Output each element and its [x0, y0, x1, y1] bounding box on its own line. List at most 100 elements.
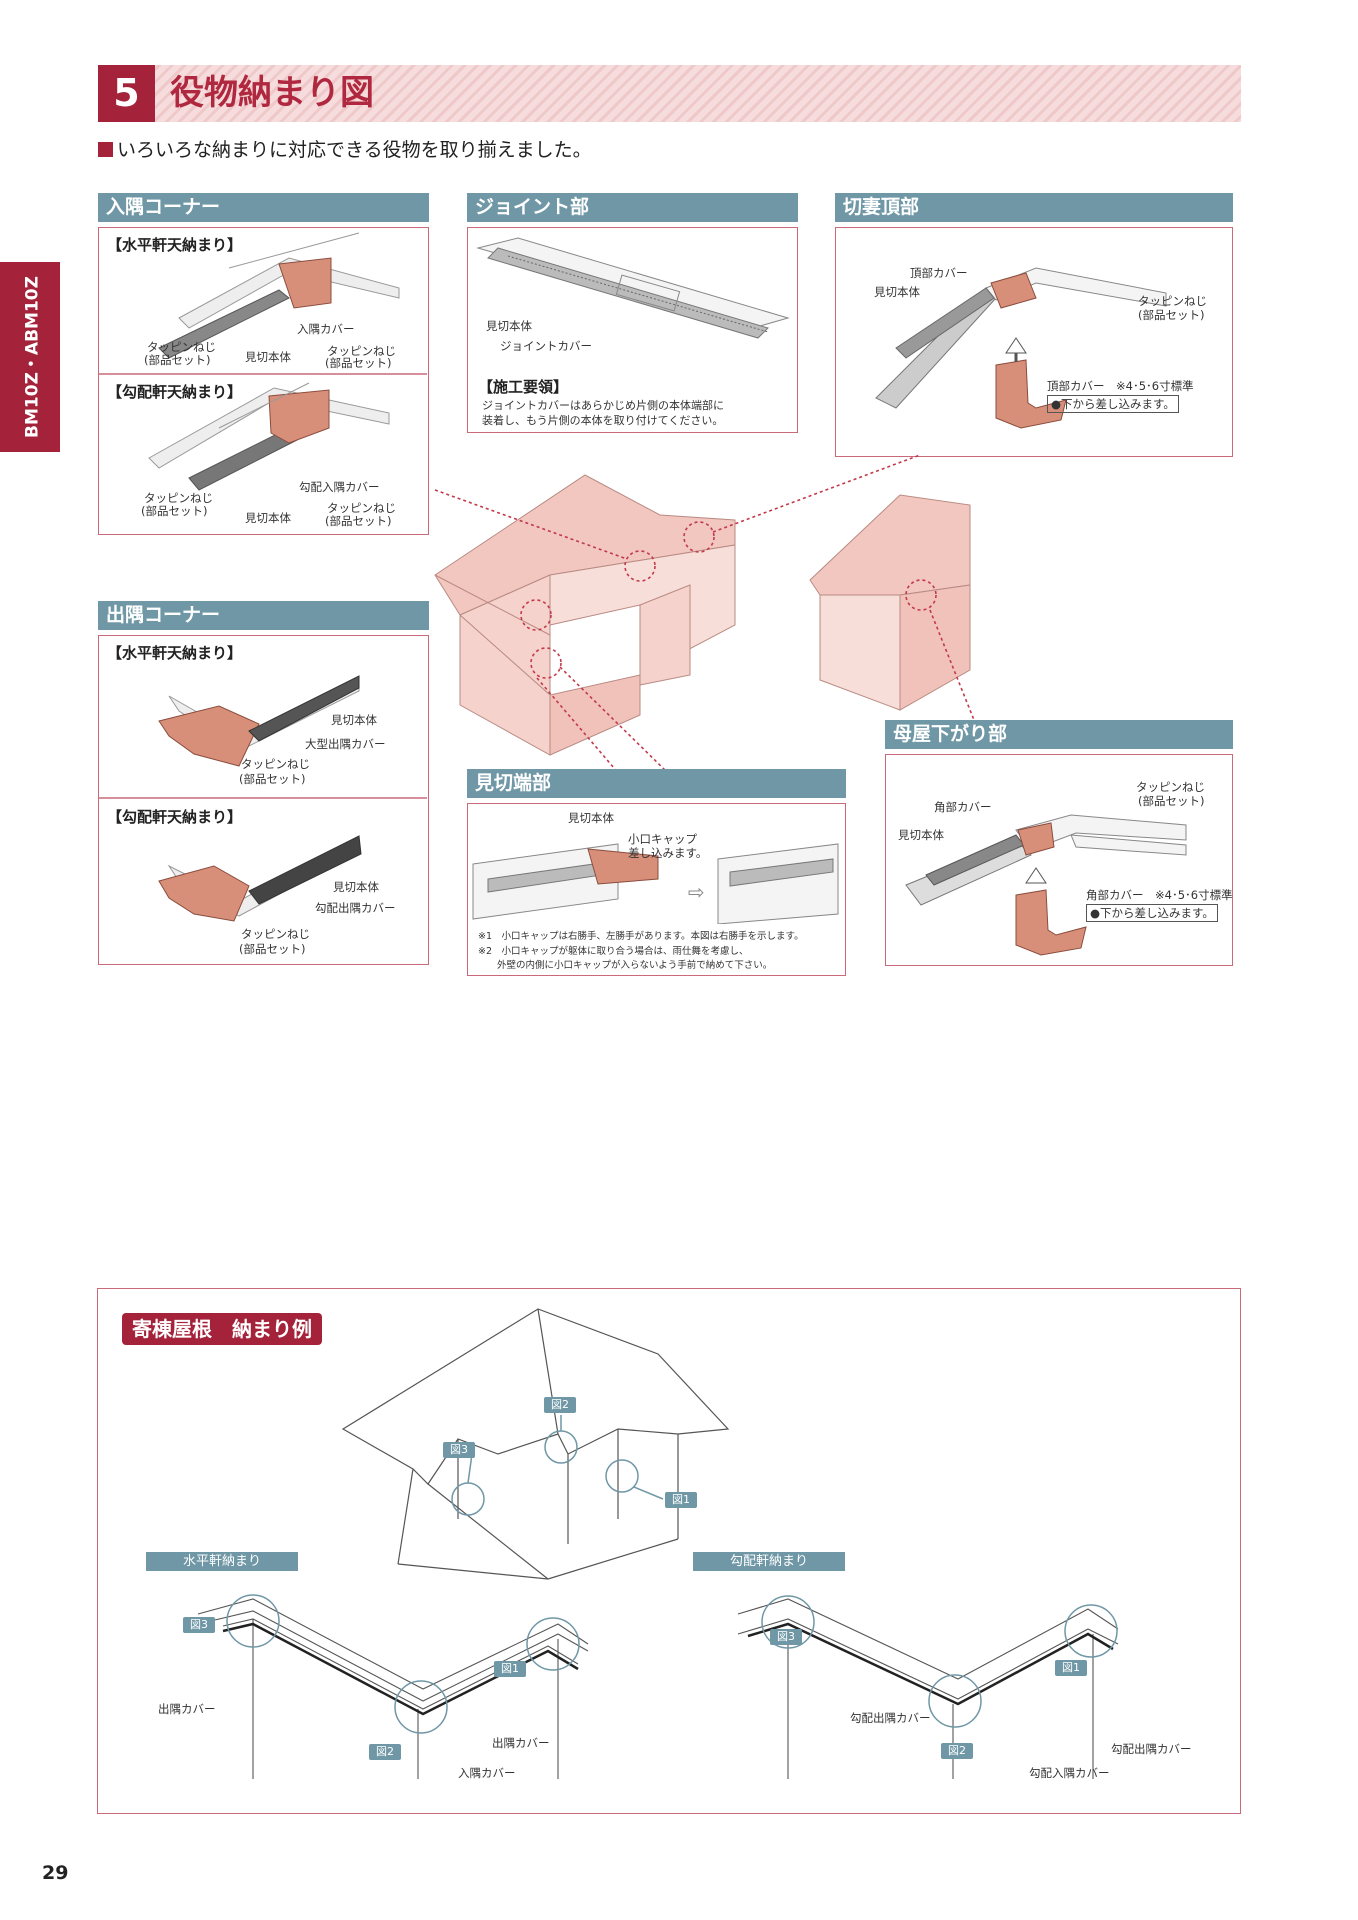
- irisumi-horizontal-diagram: [158, 232, 400, 359]
- kirizuma-diagram: [875, 267, 1167, 429]
- fig-tag-2: 図2: [941, 1743, 973, 1759]
- example-box: 寄棟屋根 納まり例: [97, 1288, 1241, 1814]
- kirizuma-panel: 頂部カバー 見切本体 タッピンねじ (部品セット) 頂部カバー ※4･5･6寸標…: [835, 227, 1233, 457]
- label-slope-desumi-cover: 勾配出隅カバー: [850, 1711, 931, 1725]
- fig-tag-2: 図2: [544, 1397, 576, 1413]
- joint-title-bar: ジョイント部: [467, 193, 798, 222]
- irisumi-slope-diagram: [148, 382, 390, 491]
- label-mikiri-body: 見切本体: [333, 880, 379, 894]
- label-mikiri-body: 見切本体: [486, 319, 532, 333]
- label-tapping-screw: タッピンねじ: [241, 927, 310, 941]
- label-end-cap: 小口キャップ: [628, 832, 697, 846]
- label-tapping-screw: タッピンねじ: [1136, 780, 1205, 794]
- fig-tag-1: 図1: [665, 1492, 697, 1508]
- joint-panel: 見切本体 ジョイントカバー 【施工要領】 ジョイントカバーはあらかじめ片側の本体…: [467, 227, 798, 433]
- label-corner-cover: 角部カバー: [934, 800, 992, 814]
- intro-text: いろいろな納まりに対応できる役物を取り揃えました。: [98, 138, 592, 162]
- house-l-shape: [434, 474, 736, 756]
- label-tapping-screw: タッピンねじ: [327, 344, 396, 358]
- label-tapping-screw: タッピンねじ: [147, 340, 216, 354]
- horizontal-eave-diagram: [197, 1598, 589, 1779]
- fig-tag-3: 図3: [443, 1442, 475, 1458]
- mikiri-end-note-1: ※1 小口キャップは右勝手、左勝手があります。本図は右勝手を示します。: [478, 931, 804, 942]
- fig-tag-1: 図1: [1055, 1660, 1087, 1676]
- house-gable: [809, 494, 971, 711]
- label-mikiri-body: 見切本体: [568, 811, 614, 825]
- hip-roof-outline: [341, 1308, 730, 1580]
- slope-eave-title: 勾配軒納まり: [693, 1552, 845, 1571]
- label-parts-set: (部品セット): [1138, 308, 1205, 322]
- intro-text-body: いろいろな納まりに対応できる役物を取り揃えました。: [117, 139, 592, 161]
- label-mikiri-body: 見切本体: [245, 350, 291, 364]
- label-slope-irisumi-cover: 勾配入隅カバー: [299, 480, 380, 494]
- side-tab: [0, 262, 60, 452]
- desumi-title-bar: 出隅コーナー: [98, 601, 429, 630]
- mikiri-end-diagram: ⇨: [472, 843, 839, 924]
- label-mikiri-body: 見切本体: [898, 828, 944, 842]
- desumi-diagrams: [99, 675, 427, 922]
- label-tapping-screw: タッピンねじ: [327, 501, 396, 515]
- bullet-square-icon: [98, 142, 113, 157]
- label-tapping-screw: タッピンねじ: [1138, 294, 1207, 308]
- label-irisumi-cover: 入隅カバー: [458, 1766, 516, 1780]
- desumi-panel: 【水平軒天納まり】 見切本体 大型出隅カバー タッピンねじ (部品セット) 【勾…: [98, 635, 429, 965]
- moya-diagram: [905, 814, 1187, 956]
- kirizuma-title-bar: 切妻頂部: [835, 193, 1233, 222]
- irisumi-horizontal-subtitle: 【水平軒天納まり】: [107, 236, 243, 254]
- label-joint-cover: ジョイントカバー: [500, 339, 592, 353]
- label-slope-desumi-cover: 勾配出隅カバー: [315, 901, 396, 915]
- label-insert: 差し込みます。: [628, 846, 708, 860]
- label-desumi-cover: 出隅カバー: [158, 1702, 216, 1716]
- irisumi-title-bar: 入隅コーナー: [98, 193, 429, 222]
- label-parts-set: (部品セット): [239, 942, 306, 956]
- fig-tag-2: 図2: [369, 1744, 401, 1760]
- label-tapping-screw: タッピンねじ: [241, 757, 310, 771]
- label-parts-set: (部品セット): [325, 514, 392, 528]
- example-diagrams: [197, 1308, 1119, 1779]
- house-illustrations: [434, 455, 980, 775]
- mikiri-end-note-2: ※2 小口キャップが躯体に取り合う場合は、雨仕舞を考慮し、: [478, 946, 749, 957]
- joint-method-title: 【施工要領】: [478, 378, 569, 396]
- fig-tag-3: 図3: [183, 1617, 215, 1633]
- label-insert-from-below: ●下から差し込みます。: [1086, 904, 1218, 922]
- joint-diagram: [476, 237, 790, 339]
- label-parts-set: (部品セット): [239, 772, 306, 786]
- mikiri-end-title-bar: 見切端部: [467, 769, 846, 798]
- label-mikiri-body: 見切本体: [331, 713, 377, 727]
- label-mikiri-body: 見切本体: [874, 285, 920, 299]
- label-top-cover-standard: 頂部カバー ※4･5･6寸標準: [1047, 379, 1194, 393]
- irisumi-slope-subtitle: 【勾配軒天納まり】: [107, 383, 243, 401]
- label-desumi-cover: 出隅カバー: [492, 1736, 550, 1750]
- label-parts-set: (部品セット): [325, 356, 392, 370]
- fig-tag-3: 図3: [770, 1629, 802, 1645]
- section-header-band: [98, 65, 1241, 122]
- label-large-desumi-cover: 大型出隅カバー: [305, 737, 386, 751]
- label-irisumi-cover: 入隅カバー: [297, 322, 355, 336]
- slope-eave-diagram: [737, 1598, 1119, 1779]
- label-top-cover: 頂部カバー: [910, 266, 968, 280]
- label-slope-irisumi-cover: 勾配入隅カバー: [1029, 1766, 1110, 1780]
- joint-method-line-2: 装着し、もう片側の本体を取り付けてください。: [482, 414, 724, 427]
- label-parts-set: (部品セット): [1138, 794, 1205, 808]
- desumi-horizontal-subtitle: 【水平軒天納まり】: [107, 644, 243, 662]
- moya-panel: タッピンねじ (部品セット) 角部カバー 見切本体 角部カバー ※4･5･6寸標…: [885, 754, 1233, 966]
- svg-text:⇨: ⇨: [688, 880, 705, 904]
- joint-method-line-1: ジョイントカバーはあらかじめ片側の本体端部に: [482, 399, 724, 412]
- label-tapping-screw: タッピンねじ: [144, 491, 213, 505]
- label-corner-cover-standard: 角部カバー ※4･5･6寸標準: [1086, 888, 1233, 902]
- section-number: 5: [98, 65, 155, 122]
- section-title: 役物納まり図: [170, 73, 374, 113]
- label-insert-from-below: ●下から差し込みます。: [1047, 395, 1179, 413]
- mikiri-end-panel: ⇨ 見切本体 小口キャップ 差し込みます。 ※1 小口キャップは右勝手、左勝手が…: [467, 803, 846, 976]
- label-slope-desumi-cover: 勾配出隅カバー: [1111, 1742, 1192, 1756]
- moya-title-bar: 母屋下がり部: [885, 720, 1233, 749]
- side-tab-label: BM10Z・ABM10Z: [22, 276, 43, 438]
- horizontal-eave-title: 水平軒納まり: [146, 1552, 298, 1571]
- irisumi-diagrams: [99, 232, 427, 491]
- desumi-slope-subtitle: 【勾配軒天納まり】: [107, 808, 243, 826]
- mikiri-end-note-3: 外壁の内側に小口キャップが入らないよう手前で納めて下さい。: [478, 960, 773, 971]
- fig-tag-1: 図1: [494, 1661, 526, 1677]
- label-parts-set: (部品セット): [141, 504, 208, 518]
- example-title: 寄棟屋根 納まり例: [122, 1313, 322, 1345]
- label-mikiri-body: 見切本体: [245, 511, 291, 525]
